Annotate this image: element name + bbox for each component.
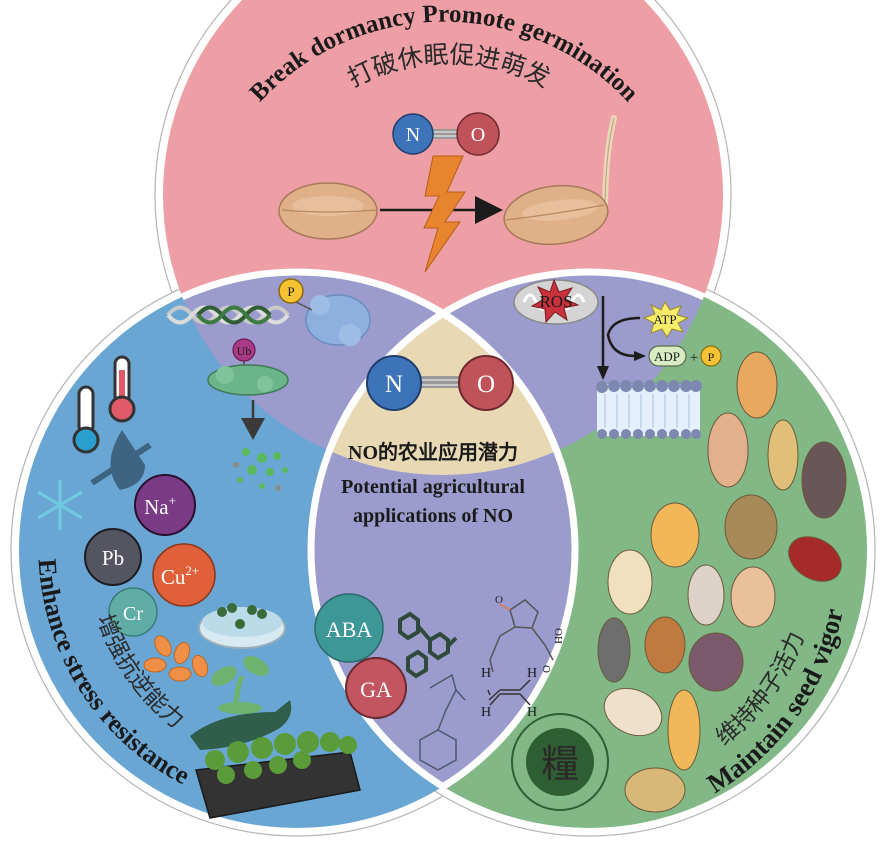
ion-na-icon: Na+ (134, 474, 196, 536)
germplasm-emblem-icon: 糧 (511, 713, 609, 811)
seed-peanut-icon (707, 412, 749, 488)
hydrogen-label-2: H (527, 666, 537, 681)
seed-kidney-bean-icon (788, 536, 842, 582)
dormant-seed-icon (278, 182, 378, 240)
ubiquitin-label: Ub (237, 344, 252, 358)
ion-cr-label: Cr (123, 603, 143, 625)
ion-na-label: Na+ (144, 493, 176, 519)
no-molecule-center: N O (366, 355, 514, 411)
seed-white-bean-icon (607, 549, 653, 615)
seed-acorn-icon (644, 616, 686, 674)
snowflake-icon (37, 480, 83, 530)
center-oxygen-label: O (477, 371, 495, 398)
hand-with-sprout-icon (190, 656, 292, 750)
ethylene-structure-icon (487, 679, 531, 706)
seed-purple-icon (688, 632, 744, 692)
adp-pill-icon: ADP (648, 345, 687, 367)
degraded-fragments-icon (233, 448, 288, 491)
energy-pathway-arrows-icon (601, 296, 641, 370)
atp-label: ATP (653, 312, 676, 327)
nitrogen-label: N (406, 124, 420, 146)
oxygen-label: O (471, 124, 485, 146)
center-title-en-line1: Potential agricultural (341, 476, 525, 498)
ketone-o-label: O (495, 594, 503, 606)
center-title-en-line2: applications of NO (353, 505, 513, 527)
seed-pumpkin-icon (687, 564, 725, 626)
center-title-cn: NO的农业应用潜力 (348, 440, 518, 464)
ion-pb-icon: Pb (84, 528, 142, 586)
degradation-arrow-icon (241, 400, 265, 440)
no-water-drought-icon (90, 430, 152, 490)
emblem-char: 糧 (541, 742, 579, 786)
oxygen-atom-icon (456, 112, 500, 156)
ion-cu-label: Cu2+ (161, 563, 199, 589)
nitrogen-atom-icon (392, 113, 434, 155)
hot-thermometer-icon (108, 355, 136, 423)
germinating-seed-icon (503, 115, 617, 246)
ros-label: ROS (539, 292, 572, 311)
aba-structure-icon (419, 673, 466, 771)
ga-label: GA (360, 677, 392, 702)
seed-corn-icon (650, 502, 700, 568)
cold-thermometer-icon (72, 385, 100, 454)
phosphate-icon: P (278, 278, 304, 304)
hydroxyl-oh-label: OH (552, 628, 564, 644)
ga-hormone-icon: GA (345, 657, 407, 719)
atp-burst-icon: ATP (642, 300, 690, 338)
adp-label: ADP (654, 349, 680, 364)
down-arrow-head-icon (597, 366, 609, 380)
phosphate-label: P (287, 284, 294, 299)
carbonyl-o-label: O (540, 665, 552, 673)
seed-sunflower-icon (597, 617, 631, 683)
seed-cowpea-icon (603, 687, 663, 737)
cell-membrane-icon (596, 380, 702, 439)
seed-buckwheat-icon (724, 494, 778, 560)
seed-wheat-icon (767, 419, 799, 491)
aba-label: ABA (326, 617, 373, 642)
ion-cr-icon: Cr (108, 587, 158, 637)
ion-pb-label: Pb (102, 546, 124, 570)
germination-arrow-icon (380, 196, 503, 224)
seed-rice-icon (667, 689, 701, 771)
overlap-center (311, 272, 575, 475)
jasmonic-acid-structure-icon (489, 599, 554, 673)
seedling-tray-icon (195, 731, 361, 819)
right-arrow-head-icon (634, 351, 646, 361)
seed-orange-icon (736, 351, 778, 419)
orange-seeds-icon (143, 635, 209, 682)
phosphate-right-icon: P (700, 345, 722, 367)
seed-soybean-icon (624, 767, 686, 813)
separator-lines (163, 268, 723, 828)
seed-dark-icon (801, 441, 847, 519)
aba-hormone-icon: ABA (314, 593, 384, 663)
hydrogen-label-1: H (481, 666, 491, 681)
target-protein-icon (207, 364, 289, 396)
center-nitrogen-label: N (385, 371, 403, 398)
hydrogen-label-4: H (527, 705, 537, 720)
dna-helix-icon (166, 305, 290, 325)
center-oxygen-atom-icon (458, 355, 514, 411)
ion-cu-icon: Cu2+ (152, 543, 216, 607)
center-nitrogen-atom-icon (366, 355, 422, 411)
hydrogen-label-3: H (481, 705, 491, 720)
petri-dish-seedlings-icon (198, 603, 286, 649)
molecule-structure-dark-icon (398, 611, 458, 679)
seed-chickpea-icon (730, 566, 776, 628)
protein-blob-icon (295, 294, 371, 346)
no-molecule-top: N O (392, 112, 500, 156)
ros-burst-icon: ROS (530, 278, 580, 324)
lightning-bolt-icon (423, 155, 466, 273)
phosphate-right-label: P (708, 350, 715, 364)
plus-sign: + (690, 350, 698, 366)
seed-collection-icons (597, 351, 847, 813)
